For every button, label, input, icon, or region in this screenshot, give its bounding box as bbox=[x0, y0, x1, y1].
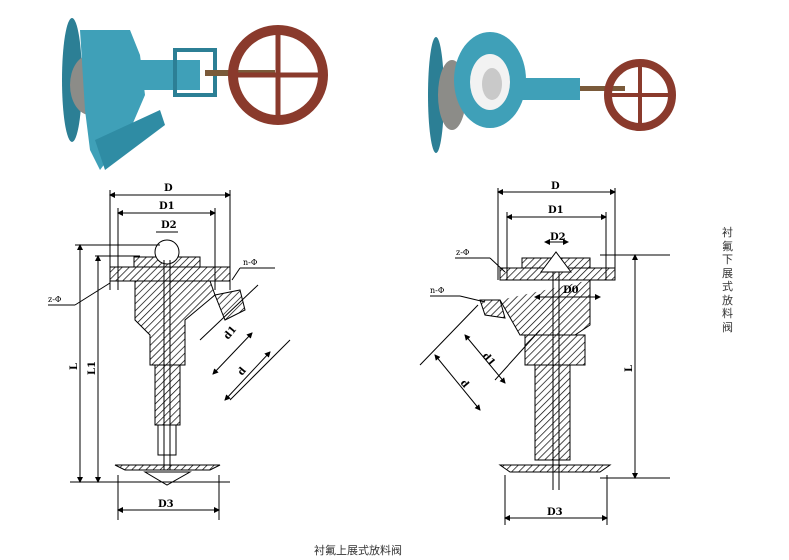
dim-D3: D3 bbox=[158, 499, 174, 510]
left-dimension-labels: D D1 D2 n-Φ z-Φ L L1 d1 d D3 bbox=[48, 183, 258, 510]
dim-L: L bbox=[624, 365, 635, 372]
dim-d1: d1 bbox=[480, 351, 497, 369]
dim-L: L bbox=[69, 363, 80, 370]
dim-D1: D1 bbox=[548, 205, 564, 216]
caption-bottom-discharge-valve: 衬氟下展式放料阀 bbox=[722, 226, 733, 334]
dim-n-phi: n-Φ bbox=[243, 258, 258, 267]
drawing-bottom-discharge bbox=[419, 188, 670, 525]
dim-D1: D1 bbox=[159, 201, 175, 212]
dim-D: D bbox=[551, 181, 560, 192]
dim-d1: d1 bbox=[222, 324, 239, 342]
valve-photo-top-discharge bbox=[62, 18, 328, 170]
dim-D0: D0 bbox=[563, 285, 579, 296]
dim-n-phi: n-Φ bbox=[430, 286, 445, 295]
dim-z-phi: z-Φ bbox=[48, 295, 62, 304]
dim-D2: D2 bbox=[161, 220, 177, 231]
dim-D: D bbox=[164, 183, 173, 194]
dim-z-phi: z-Φ bbox=[456, 248, 470, 257]
valve-photo-bottom-discharge bbox=[428, 32, 676, 153]
dim-D2: D2 bbox=[550, 232, 566, 243]
caption-top-discharge-valve: 衬氟上展式放料阀 bbox=[314, 544, 402, 557]
drawing-top-discharge bbox=[48, 190, 291, 520]
dim-L1: L1 bbox=[87, 361, 98, 375]
dim-d: d bbox=[458, 378, 471, 390]
dim-D3: D3 bbox=[547, 507, 563, 518]
